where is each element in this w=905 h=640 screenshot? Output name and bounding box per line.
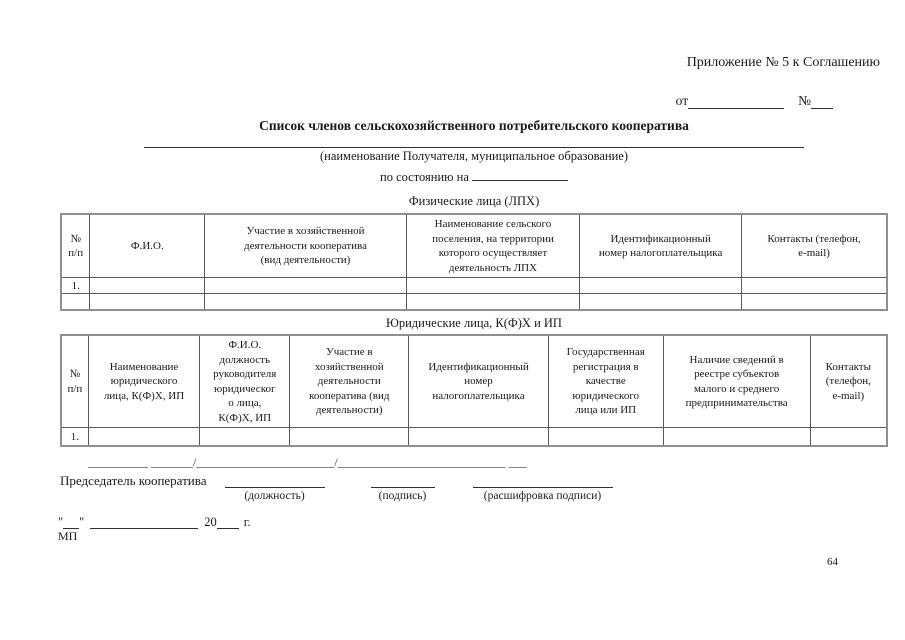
column-header-settlement: Наименование сельского поселения, на тер… [405,213,581,278]
recipient-name-blank [144,135,804,148]
page-title: Список членов сельскохозяйственного потр… [259,118,689,133]
stamp-label: МП [58,529,78,543]
column-header-inn: Идентификационный номер налогоплательщик… [579,213,743,278]
transcript-blank [472,472,613,488]
chairman-label: Председатель кооператива [60,473,207,488]
column-header-inn: Идентификационный номер налогоплательщик… [408,334,549,428]
table-cell [741,277,888,294]
document-header: Список членов сельскохозяйственного потр… [60,117,888,210]
column-header-participation: Участие в хозяйственной деятельности коо… [204,213,407,278]
chairman-signature-row: Председатель кооператива (должность) (по… [60,472,905,503]
quote-open: " [58,515,64,529]
column-header-fio: Ф.И.О. [89,213,206,278]
signature-slash-line: __________ _______/_____________________… [88,455,527,469]
table-cell [204,293,407,311]
table-row: 1. [60,277,888,294]
transcript-caption: (расшифровка подписи) [483,490,602,502]
recipient-caption: (наименование Получателя, муниципальное … [319,149,629,163]
table-cell [204,277,407,294]
table-cell [579,293,743,311]
column-header-entity-name: Наименование юридического лица, К(Ф)Х, И… [87,334,201,428]
table-cell [809,427,888,447]
individuals-section-heading: Физические лица (ЛПХ) [408,194,540,208]
position-blank [224,472,325,488]
table-cell [405,293,581,311]
year-blank [216,515,239,529]
quote-close: " [79,515,85,529]
column-header-participation: Участие в хозяйственной деятельности коо… [289,334,410,428]
number-label: № [798,93,811,108]
legal-section-heading: Юридические лица, К(Ф)Х и ИП [386,316,562,330]
signature-blank [370,472,435,488]
table-cell [408,427,549,447]
column-header-num: № п/п [60,334,89,428]
from-number-row: от № [0,92,905,109]
page-number: 64 [827,556,838,568]
table-cell [547,427,664,447]
table-cell [741,293,888,311]
year-prefix: 20 [204,515,217,529]
document-number-blank [811,93,833,109]
from-date-blank [688,93,785,109]
day-blank [63,515,80,529]
individuals-table: № п/п Ф.И.О. Участие в хозяйственной дея… [60,213,888,311]
table-cell [199,427,291,447]
signature-caption: (подпись) [378,490,427,502]
transcript-field: (расшифровка подписи) [472,472,613,503]
from-label: от [675,93,689,108]
table-row [60,293,888,311]
column-header-contacts: Контакты (телефон, e-mail) [741,213,888,278]
row-number-cell: 1. [60,277,91,294]
position-caption: (должность) [244,490,305,502]
table-cell [289,427,410,447]
date-line: " " 20 г. [58,515,905,529]
as-of-date-blank [472,165,568,181]
column-header-contacts: Контакты (телефон, e-mail) [809,334,888,428]
year-suffix: г. [243,515,251,529]
column-header-num: № п/п [60,213,91,278]
month-blank [90,515,199,529]
legal-entities-table: № п/п Наименование юридического лица, К(… [60,334,888,447]
table-row: 1. [60,427,888,447]
table-cell [89,293,206,311]
column-header-sme-registry: Наличие сведений в реестре субъектов мал… [662,334,811,428]
signature-field: (подпись) [370,472,435,503]
legal-header-row: № п/п Наименование юридического лица, К(… [60,334,888,428]
table-cell [579,277,743,294]
position-field: (должность) [224,472,325,503]
individuals-header-row: № п/п Ф.И.О. Участие в хозяйственной дея… [60,213,888,278]
table-cell [405,277,581,294]
column-header-head-fio: Ф.И.О. должность руководителя юридическо… [199,334,291,428]
row-number-cell [60,293,91,311]
column-header-state-registration: Государственная регистрация в качестве ю… [547,334,664,428]
table-cell [89,277,206,294]
appendix-line: Приложение № 5 к Соглашению [686,55,880,70]
table-cell [662,427,811,447]
as-of-line: по состоянию на [60,165,888,186]
as-of-label: по состоянию на [380,170,469,184]
table-cell [87,427,201,447]
row-number-cell: 1. [60,427,89,447]
